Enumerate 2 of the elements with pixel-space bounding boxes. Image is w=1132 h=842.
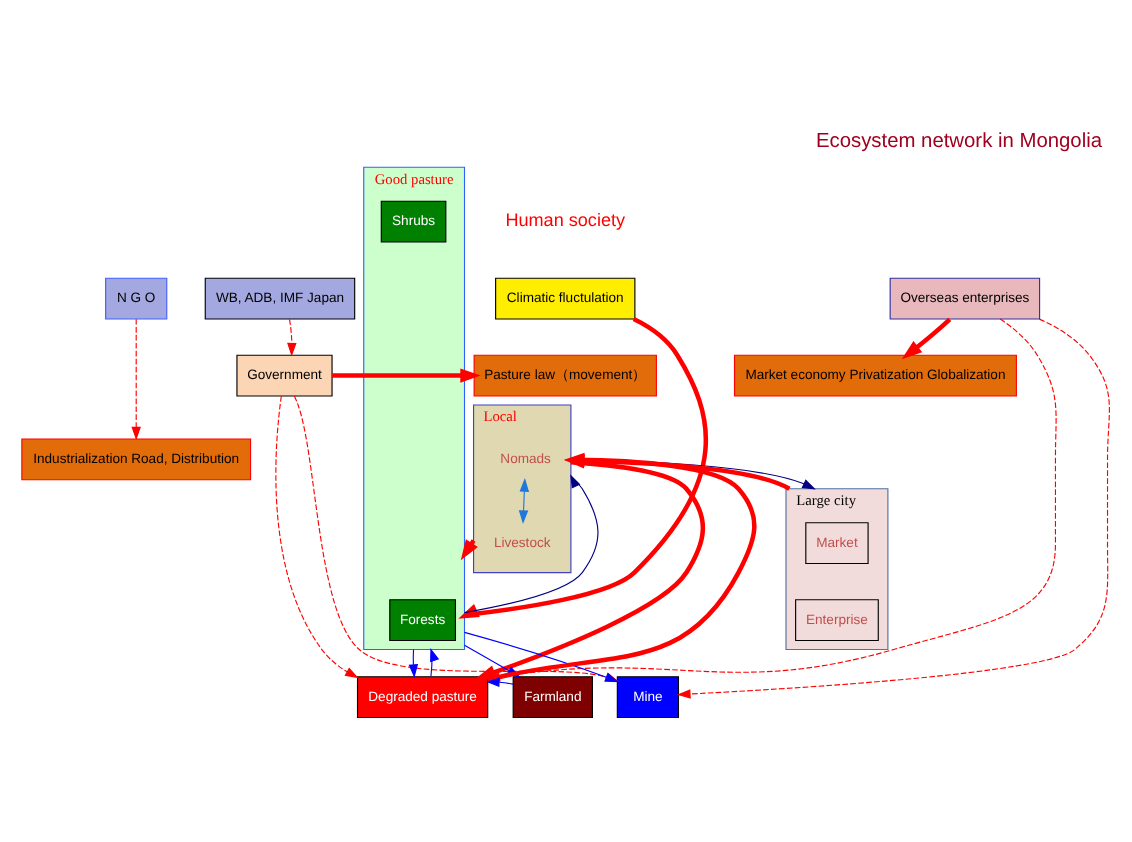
diagram-title: Ecosystem network in Mongolia xyxy=(815,130,1103,153)
label: Human society xyxy=(505,208,626,229)
